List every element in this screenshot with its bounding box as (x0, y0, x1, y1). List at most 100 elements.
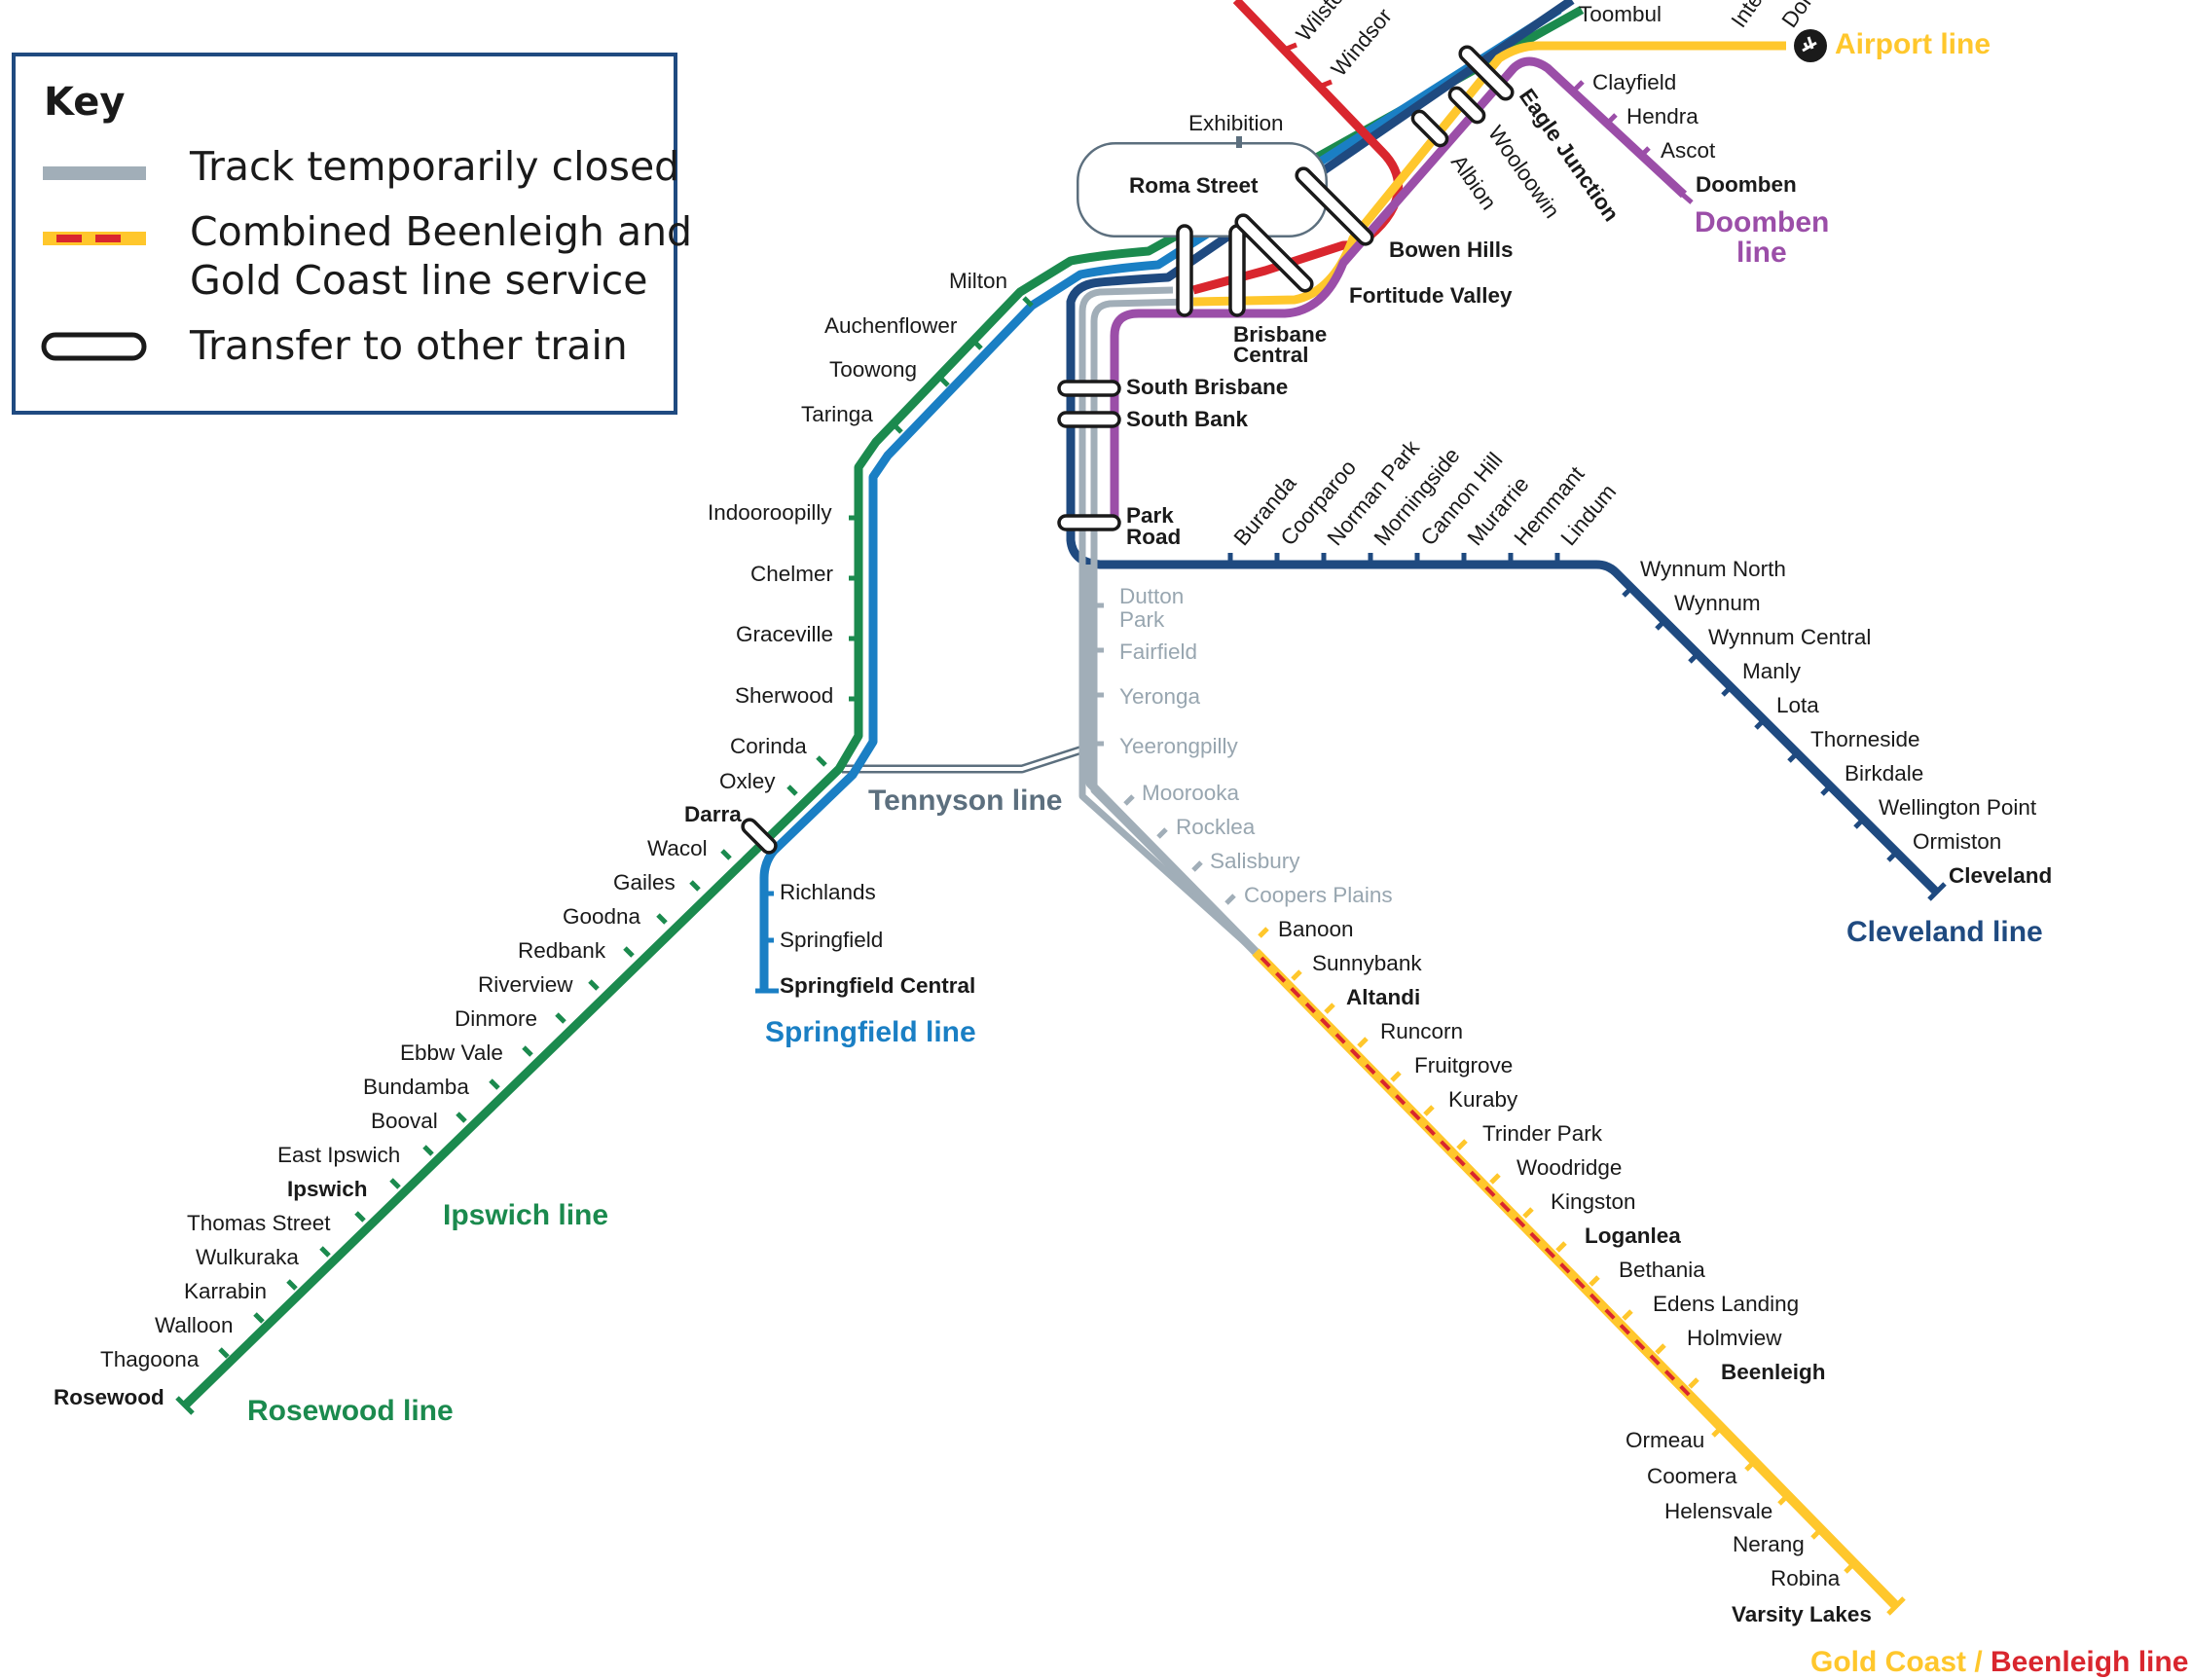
station-coopersplains: Coopers Plains (1244, 883, 1393, 907)
station-yeronga: Yeronga (1119, 684, 1200, 709)
station-karrabin: Karrabin (184, 1279, 267, 1303)
station-thorneside: Thorneside (1810, 727, 1920, 751)
station-international: Inte (1727, 0, 1768, 32)
station-dutton: Dutton (1119, 584, 1184, 608)
station-labels-city: Exhibition Roma Street Brisbane Central … (1126, 111, 1514, 549)
tick-booval (456, 1112, 467, 1123)
tick-hendra (1606, 113, 1618, 125)
station-richlands: Richlands (780, 880, 876, 904)
station-park-road-2: Road (1126, 525, 1181, 549)
tick-wellingtonpoint (1853, 818, 1865, 829)
station-south-brisbane: South Brisbane (1126, 375, 1288, 399)
station-birkdale: Birkdale (1845, 761, 1923, 785)
station-coomera: Coomera (1647, 1464, 1737, 1488)
tick-lota (1754, 718, 1766, 730)
tick-wynnum (1655, 619, 1666, 631)
station-auchenflower: Auchenflower (824, 313, 958, 338)
station-moorooka: Moorooka (1142, 781, 1240, 805)
station-walloon: Walloon (155, 1313, 233, 1337)
tick-sunnybank (1291, 969, 1302, 981)
station-altandi: Altandi (1346, 985, 1420, 1009)
tick-woodridge (1489, 1173, 1501, 1185)
station-brisbane-central-1: Brisbane (1233, 322, 1327, 347)
tick-riverview (588, 979, 600, 991)
station-wacol: Wacol (647, 836, 708, 860)
station-beenleigh: Beenleigh (1721, 1360, 1826, 1384)
tick-runcorn (1357, 1037, 1369, 1048)
station-indooroopilly: Indooroopilly (708, 500, 832, 525)
tick-goodna (656, 913, 668, 925)
tick-oxley (786, 785, 798, 796)
station-labels-springfield: Richlands Springfield Springfield Centra… (780, 880, 975, 998)
tick-rocklea (1156, 827, 1168, 839)
tick-birkdale (1820, 785, 1832, 796)
station-wulkuraka: Wulkuraka (196, 1245, 299, 1269)
station-riverview: Riverview (478, 972, 573, 997)
tick-toowong (938, 376, 950, 387)
tick-doomben (1674, 187, 1694, 204)
tick-wilston (1286, 42, 1297, 52)
station-cleveland: Cleveland (1949, 863, 2052, 888)
tick-kingston (1522, 1207, 1534, 1219)
station-darra: Darra (684, 802, 742, 826)
tick-wynnumnorth (1622, 586, 1633, 598)
airport-track (1192, 41, 1786, 307)
station-oxley: Oxley (719, 769, 776, 793)
airport-plane-icon (1794, 29, 1827, 62)
key-closed-text: Track temporarily closed (189, 143, 679, 190)
tick-thagoona (218, 1347, 230, 1359)
tick-bundamba (489, 1078, 500, 1090)
station-hendra: Hendra (1626, 104, 1699, 128)
station-booval: Booval (371, 1109, 438, 1133)
station-bethania: Bethania (1619, 1258, 1705, 1282)
station-albion: Albion (1446, 151, 1501, 215)
closed-track-3 (1085, 565, 1260, 956)
key-title: Key (44, 80, 126, 125)
key-combined-text-1: Combined Beenleigh and (190, 208, 692, 255)
station-roma-street: Roma Street (1129, 173, 1259, 198)
key-transfer-text: Transfer to other train (189, 322, 628, 369)
station-yeerongpilly: Yeerongpilly (1119, 734, 1239, 758)
transfer-south-brisbane (1057, 380, 1121, 397)
station-springfield-central: Springfield Central (780, 973, 975, 998)
station-springfield: Springfield (780, 928, 883, 952)
tick-karrabin (286, 1279, 298, 1291)
tick-ipswich (389, 1178, 401, 1189)
station-exhibition: Exhibition (1188, 111, 1284, 135)
tick-wulkuraka (319, 1246, 331, 1258)
station-toombul: Toombul (1579, 2, 1662, 26)
station-labels-closed: Dutton Park Fairfield Yeronga Yeerongpil… (1119, 584, 1393, 907)
transfer-bowen-hills (1295, 166, 1374, 246)
line-label-airport: Airport line (1835, 28, 1991, 60)
tick-helensvale (1777, 1494, 1789, 1506)
station-clayfield: Clayfield (1592, 70, 1676, 94)
tick-gailes (689, 880, 701, 892)
station-wynnum: Wynnum (1674, 591, 1761, 615)
station-dutton-park: Park (1119, 607, 1165, 632)
station-redbank: Redbank (518, 938, 606, 963)
transfer-wooloowin (1447, 86, 1486, 125)
station-ascot: Ascot (1661, 138, 1716, 163)
station-loganlea: Loganlea (1585, 1223, 1681, 1248)
tick-auchenflower (971, 339, 983, 350)
station-graceville: Graceville (736, 622, 833, 646)
station-park-road-1: Park (1126, 503, 1174, 528)
station-robina: Robina (1771, 1566, 1841, 1590)
station-nerang: Nerang (1733, 1532, 1805, 1556)
transfer-south-bank (1057, 411, 1121, 428)
station-taringa: Taringa (801, 402, 873, 426)
station-banoon: Banoon (1278, 917, 1354, 941)
transfer-albion (1410, 109, 1449, 148)
tick-thorneside (1787, 751, 1799, 763)
tick-bethania (1589, 1275, 1600, 1287)
closed-track-2 (1090, 298, 1259, 955)
tick-coomera (1744, 1460, 1756, 1472)
tennyson-track-inner (842, 748, 1083, 771)
tick-moorooka (1123, 794, 1135, 806)
line-label-springfield: Springfield line (765, 1016, 976, 1048)
closed-track-1 (1078, 286, 1259, 955)
station-eagle-junction: Eagle Junction (1515, 85, 1624, 226)
station-corinda: Corinda (730, 734, 807, 758)
station-varsitylakes: Varsity Lakes (1732, 1602, 1872, 1626)
tick-redbank (623, 946, 635, 958)
